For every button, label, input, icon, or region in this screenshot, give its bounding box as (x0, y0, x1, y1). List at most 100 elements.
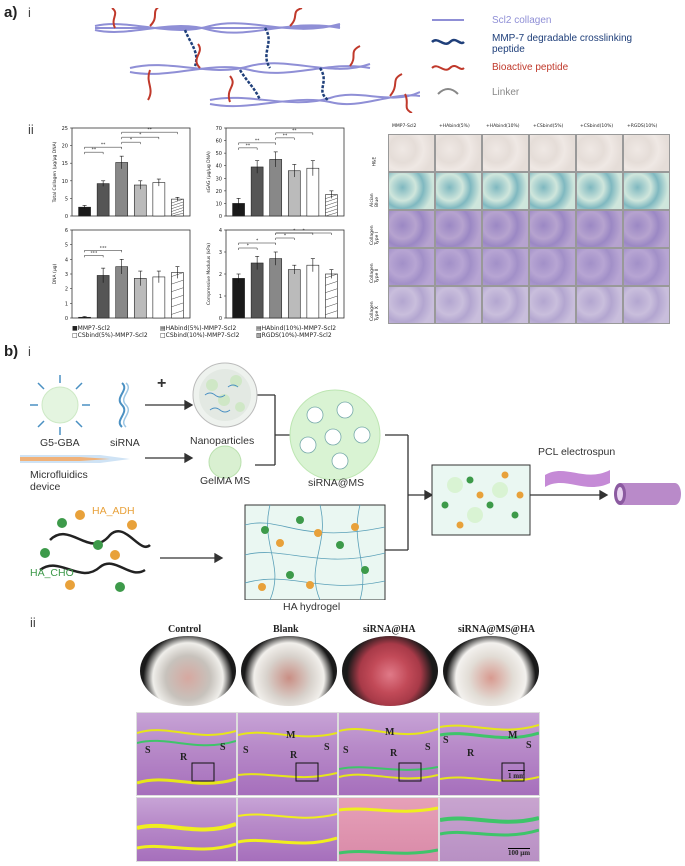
significance-bracket (275, 132, 314, 135)
y-tick-label: 30 (216, 176, 222, 182)
significance-bracket (121, 141, 141, 145)
label-r-1: R (180, 752, 188, 763)
photo-title-blank: Blank (273, 624, 299, 635)
photo-title-sirna-ha: siRNA@HA (363, 624, 416, 635)
significance-bracket (275, 232, 332, 235)
bar (96, 183, 110, 217)
significance-bracket (238, 147, 258, 150)
photo-title-sirna-ms-ha: siRNA@MS@HA (458, 624, 535, 635)
histology-tile (482, 134, 529, 172)
significance-label: *** (90, 250, 98, 256)
significance-bracket (121, 131, 178, 135)
ha-hydrogel-icon (244, 504, 386, 600)
histology-tile (435, 134, 482, 172)
significance-bracket (84, 151, 104, 155)
label-m-1: M (286, 730, 296, 741)
y-tick-label: 2 (65, 287, 68, 293)
significance-bracket (84, 255, 104, 258)
y-tick-label: 40 (216, 164, 222, 170)
histology-row-label: Alcian Blue (370, 193, 380, 207)
significance-bracket (84, 250, 122, 253)
y-tick-label: 20 (216, 189, 222, 195)
sirna-icon (118, 382, 126, 428)
label-s-4: S (324, 742, 330, 753)
label-gelma-ms: GelMA MS (200, 475, 251, 487)
label-s-3: S (243, 745, 249, 756)
histology-tile (623, 248, 670, 286)
label-r-3: R (390, 748, 398, 759)
y-tick-label: 70 (216, 126, 222, 132)
panel-b-label: b) (4, 343, 19, 360)
bar-hatch (325, 208, 338, 214)
microfluidics-icon (20, 455, 130, 463)
significance-bracket (84, 146, 122, 150)
histology-tile (482, 286, 529, 324)
histology-column-header: +CSbind(10%) (580, 124, 614, 129)
significance-label: * (256, 238, 259, 244)
histology-column-header: +CSbind(5%) (533, 124, 564, 129)
histology-row-label: Collagen Type X (370, 301, 380, 321)
legend-linker: Linker (492, 87, 520, 98)
significance-bracket (275, 237, 295, 240)
significance-label: *** (100, 245, 108, 251)
significance-label: ** (283, 133, 288, 139)
significance-bracket (238, 142, 276, 145)
photo-sirna-ha (342, 636, 438, 706)
histology-tile (623, 210, 670, 248)
histology-tile (388, 286, 435, 324)
composite-gel-icon (431, 464, 531, 536)
y-tick-label: 0 (219, 214, 222, 220)
histo-high-sirna-ms-ha (439, 797, 540, 862)
significance-bracket (238, 247, 258, 250)
histology-grid: MMP7-Scl2+HAbind(5%)+HAbind(10%)+CSbind(… (364, 124, 682, 336)
label-s-2: S (220, 742, 226, 753)
label-ha-adh: HA_ADH (92, 505, 135, 517)
histology-tile (576, 210, 623, 248)
y-axis-label: DNA (µg) (52, 263, 58, 284)
y-tick-label: 0 (219, 316, 222, 322)
histology-tile (623, 286, 670, 324)
label-m-2: M (385, 727, 395, 738)
sirna-ms-icon (289, 389, 381, 481)
bar (133, 184, 147, 217)
bar (287, 269, 301, 319)
mmp7-legend-line (431, 38, 465, 45)
y-tick-label: 10 (62, 179, 68, 185)
label-s-7: S (443, 735, 449, 746)
bar (250, 262, 264, 319)
histo-low-control (136, 712, 237, 796)
significance-label: * (284, 233, 287, 239)
histology-tile (529, 286, 576, 324)
label-s-6: S (425, 742, 431, 753)
label-s-1: S (145, 745, 151, 756)
histology-column-header: +HAbind(10%) (486, 124, 520, 129)
histology-column-header: +RGDS(10%) (627, 124, 658, 129)
histology-tile (482, 248, 529, 286)
bar (269, 159, 283, 217)
significance-label: ** (147, 127, 152, 133)
scl2-helix-1 (94, 22, 341, 31)
y-tick-label: 10 (216, 201, 222, 207)
bar (269, 258, 283, 319)
bar-hatch (171, 198, 184, 204)
label-g5-gba: G5-GBA (40, 437, 80, 449)
significance-label: * (302, 228, 305, 234)
y-tick-label: 15 (62, 161, 68, 167)
histology-tile (388, 248, 435, 286)
bar-hatch (325, 288, 338, 293)
histology-row-label: H&E (372, 156, 378, 167)
chart-legend-2: □CSbind(5%)-MMP7-Scl2 (72, 332, 148, 339)
bar (287, 170, 301, 217)
workflow-schematic (20, 362, 681, 600)
significance-label: ** (255, 138, 260, 144)
label-r-2: R (290, 750, 298, 761)
bar-hatch (171, 287, 184, 292)
legend-mmp7: MMP-7 degradable crosslinking peptide (492, 33, 633, 55)
conduit-tube-icon (614, 483, 681, 505)
y-tick-label: 4 (65, 257, 68, 263)
histology-tile (388, 172, 435, 210)
bioactive-legend-line (431, 65, 465, 71)
histology-row-label: Collagen Type II (370, 263, 380, 283)
significance-label: * (247, 243, 250, 249)
